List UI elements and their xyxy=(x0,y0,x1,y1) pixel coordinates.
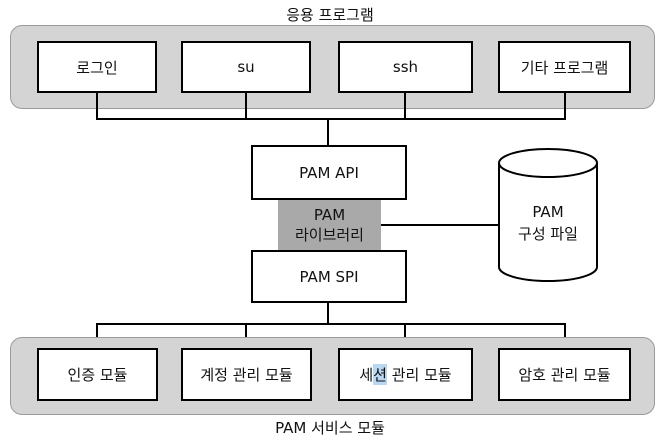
pam-spi-box: PAM SPI xyxy=(251,250,407,303)
module-box-account: 계정 관리 모듈 xyxy=(181,348,312,401)
config-label-line1: PAM xyxy=(532,203,564,221)
bottom-group-title: PAM 서비스 모듈 xyxy=(275,419,385,437)
connector-line xyxy=(564,323,566,348)
connector-line xyxy=(381,224,499,226)
app-box-ssh: ssh xyxy=(338,41,473,93)
module-box-auth: 인증 모듈 xyxy=(37,348,158,401)
library-label-line1: PAM xyxy=(313,206,346,224)
connector-line xyxy=(327,118,329,145)
connector-line xyxy=(245,323,247,348)
connector-line xyxy=(96,323,566,325)
pam-api-box: PAM API xyxy=(251,145,407,200)
session-label-part: 세 xyxy=(359,366,374,384)
connector-line xyxy=(96,93,98,119)
library-label-line2: 라이브러리 xyxy=(294,226,364,244)
connector-line xyxy=(564,93,566,119)
connector-line xyxy=(96,323,98,348)
connector-line xyxy=(327,303,329,324)
app-box-other: 기타 프로그램 xyxy=(498,41,631,93)
connector-line xyxy=(404,323,406,348)
module-box-password: 암호 관리 모듈 xyxy=(498,348,631,401)
app-box-su: su xyxy=(181,41,311,93)
session-label-part: 관리 모듈 xyxy=(386,366,452,384)
pam-library-box: PAM 라이브러리 xyxy=(278,200,381,250)
config-file-label: PAM 구성 파일 xyxy=(499,201,597,245)
session-label-highlight: 션 xyxy=(373,364,387,385)
connector-line xyxy=(96,118,566,120)
connector-line xyxy=(245,93,247,119)
config-label-line2: 구성 파일 xyxy=(518,225,578,243)
top-group-title: 응용 프로그램 xyxy=(286,6,374,24)
connector-line xyxy=(404,93,406,119)
app-box-login: 로그인 xyxy=(37,41,157,93)
